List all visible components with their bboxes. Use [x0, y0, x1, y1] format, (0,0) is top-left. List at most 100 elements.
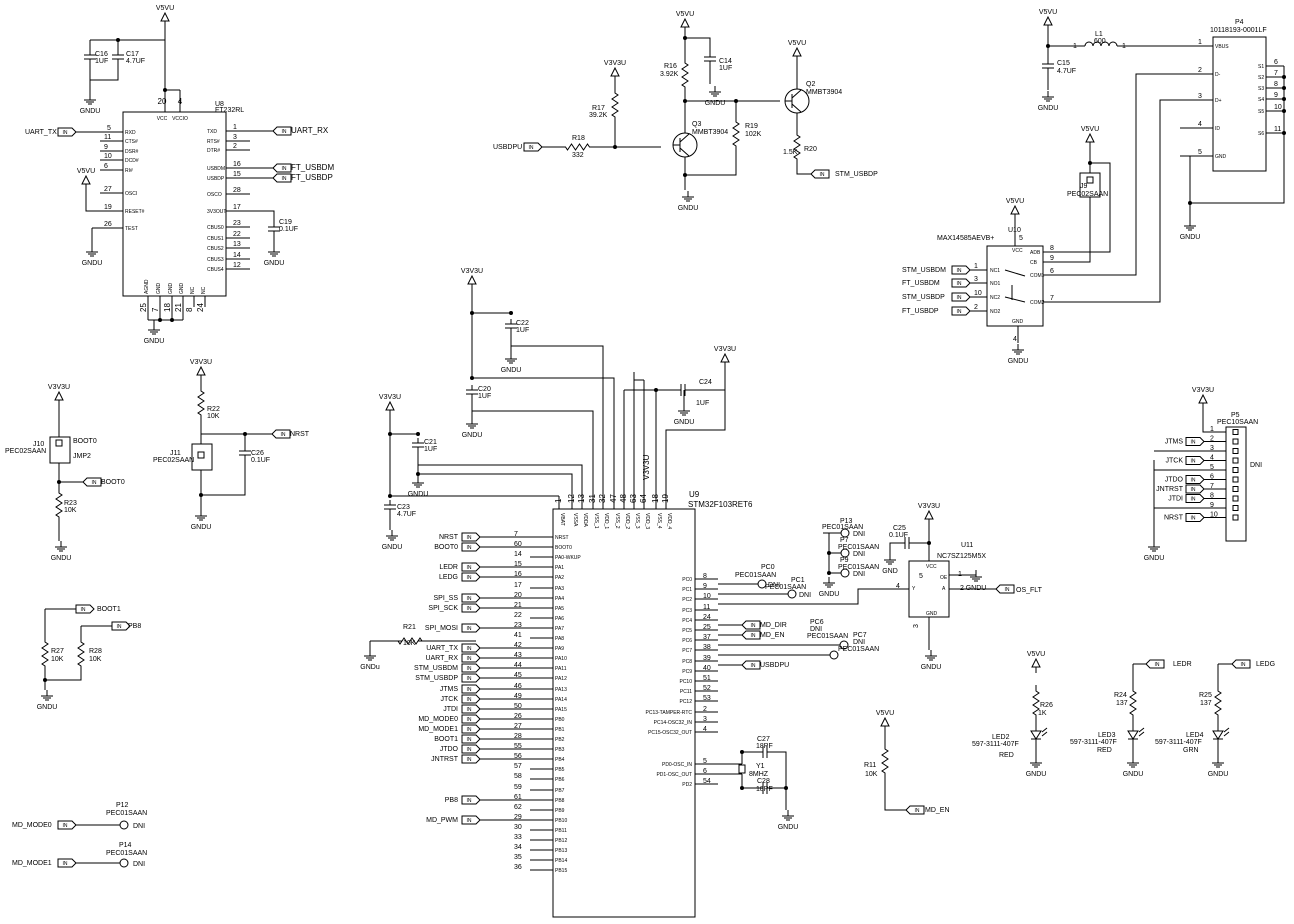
label: PB4 [555, 757, 565, 763]
label: 18PF [756, 786, 773, 793]
net-label: FT_USBDM [902, 280, 940, 287]
label: RTS# [207, 139, 220, 145]
label: PA1 [555, 565, 564, 571]
label: 27 [514, 723, 522, 730]
label: 9 [703, 583, 707, 590]
header-pin-icon [1232, 467, 1239, 473]
label: LED2 [992, 734, 1010, 741]
label: RED [999, 752, 1014, 759]
label: 56 [514, 753, 522, 760]
label: VCC [1012, 248, 1023, 254]
ground-icon [386, 535, 398, 541]
ground-net-label: GNDU [462, 432, 483, 439]
label: PC9 [682, 669, 692, 675]
stm32-mcu [552, 508, 696, 918]
ground-icon [55, 546, 67, 552]
resistor-icon [77, 636, 85, 672]
port-tag-icon [461, 734, 481, 744]
port-tag-icon [57, 820, 77, 830]
ground-icon [1127, 762, 1139, 768]
label: 12 [233, 262, 241, 269]
label: P9 [840, 557, 849, 564]
junction-dot [1282, 86, 1286, 90]
ground-net-label: GNDU [1208, 771, 1229, 778]
power-net-label: V3V3U [48, 384, 70, 391]
dni-label: DNI [810, 626, 822, 633]
port-tag-label: IN [751, 633, 756, 639]
inductor-icon [1084, 41, 1118, 47]
capacitor-icon [384, 504, 396, 510]
ground-icon [84, 99, 96, 105]
label: CBUS3 [207, 257, 224, 263]
label: 8 [1210, 493, 1214, 500]
net-label: BOOT0 [101, 479, 125, 486]
label: 1 [233, 124, 237, 131]
label: PC3 [682, 608, 692, 614]
capacitor-icon [84, 54, 96, 60]
junction-dot [1282, 131, 1286, 135]
ground-icon [412, 482, 424, 488]
label: 1 [1198, 39, 1202, 46]
port-tag-icon [461, 593, 481, 603]
label: PEC02SAAN [1067, 191, 1108, 198]
dni-label: DNI [853, 531, 865, 538]
label: 30 [514, 824, 522, 831]
resistor-icon [1129, 685, 1137, 721]
net-label: BOOT1 [97, 606, 121, 613]
junction-dot [1282, 75, 1286, 79]
label: 1UF [696, 400, 709, 407]
power-arrow-icon [680, 17, 690, 28]
port-tag-icon [951, 278, 971, 288]
port-tag-label: IN [1191, 487, 1196, 493]
label: VCCIO [172, 116, 188, 122]
jumper-pin-icon [55, 439, 63, 447]
label: 7 [1050, 295, 1054, 302]
net-label: SPI_SS [433, 595, 458, 602]
label: D+ [1215, 98, 1222, 104]
port-tag-icon [1145, 659, 1165, 669]
port-tag-label: IN [467, 545, 472, 551]
label: 5 [919, 573, 923, 580]
resistor-icon [1214, 685, 1222, 721]
power-arrow-icon [196, 365, 206, 376]
junction-dot [388, 432, 392, 436]
dni-label: DNI [133, 861, 145, 868]
label: STM32F103RET6 [688, 500, 753, 509]
power-arrow-icon [160, 11, 170, 22]
usb-connector-p4 [1212, 36, 1267, 172]
label: BOOT0 [73, 438, 97, 445]
port-tag-icon [1185, 437, 1205, 446]
label: PA14 [555, 697, 567, 703]
label: 4.7UF [397, 511, 416, 518]
label: 23 [233, 220, 241, 227]
port-tag-icon [741, 630, 761, 640]
label: 26 [514, 713, 522, 720]
net-label: USBDPU [760, 662, 789, 669]
label: P14 [119, 842, 132, 849]
net-label: JTCK [441, 696, 459, 703]
ground-net-label: GNDU [51, 555, 72, 562]
wire [44, 672, 82, 681]
net-label: JTDO [1165, 477, 1184, 484]
test-point-icon [119, 820, 129, 830]
label: COM1 [1030, 273, 1045, 279]
label: 6 [1274, 59, 1278, 66]
header-pin-icon [1232, 438, 1239, 445]
resistor-icon [681, 55, 689, 95]
buffer-u11 [908, 560, 950, 618]
label: S2 [1258, 75, 1264, 81]
ground-icon [41, 695, 53, 701]
port-tag-icon [1185, 494, 1205, 503]
label: JMP2 [73, 453, 91, 460]
capacitor-icon [112, 54, 124, 60]
label: Q2 [806, 81, 815, 88]
port-tag-label: IN [915, 808, 920, 814]
label: 24 [196, 303, 205, 312]
label: C19 [279, 219, 292, 226]
label: PB1 [555, 727, 565, 733]
label: 63 [629, 494, 638, 503]
dni-label: DNI [853, 571, 865, 578]
label: 1UF [95, 58, 108, 65]
label: 4 [178, 97, 183, 106]
label: 17 [233, 204, 241, 211]
